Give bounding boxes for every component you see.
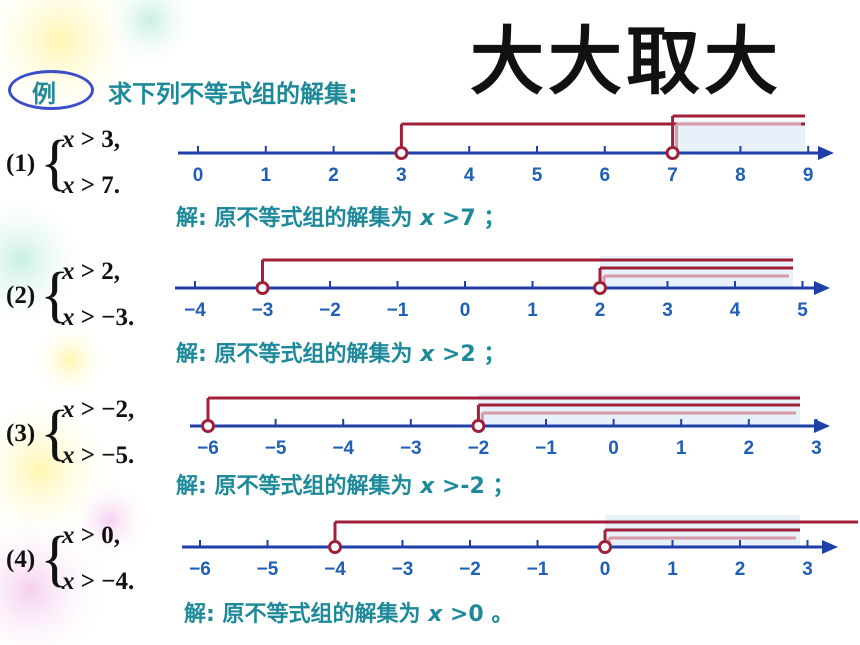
tick-label: 3 <box>662 300 673 321</box>
tick-label: −4 <box>184 300 206 321</box>
tick-label: 3 <box>802 559 813 580</box>
tick-label: 1 <box>676 438 687 459</box>
brace: { <box>40 525 70 593</box>
tick-label: 1 <box>261 165 272 186</box>
inequality: x > −4. <box>62 568 135 595</box>
tick-label: −4 <box>332 438 354 459</box>
tick-label: 2 <box>744 438 755 459</box>
problem-4-system: (4) { x > 0, x > −4. <box>6 520 176 610</box>
tick-label: 9 <box>803 165 814 186</box>
brace: { <box>40 261 70 329</box>
instruction-text: 求下列不等式组的解集: <box>108 80 358 108</box>
tick-label: −1 <box>535 438 557 459</box>
problem-1-system: (1) { x > 3, x > 7. <box>6 124 166 214</box>
tick-label: 1 <box>527 300 538 321</box>
inequality: x > −5. <box>62 442 135 469</box>
tick-label: 7 <box>667 165 678 186</box>
tick-label: −2 <box>468 438 490 459</box>
number-line-2: −4 −3 −2 −1 0 1 2 3 4 5 <box>175 256 830 321</box>
problem-label: (1) <box>6 150 36 177</box>
problem-label: (4) <box>6 546 36 573</box>
open-point <box>201 419 215 433</box>
solution-region <box>672 121 805 153</box>
inequality: x > 3, <box>62 126 120 153</box>
brace: { <box>40 129 70 197</box>
solution-1: 解: 原不等式组的解集为 x >7 ； <box>176 206 506 231</box>
example-badge <box>8 70 94 110</box>
tick-label: 4 <box>464 165 475 186</box>
tick-label: 5 <box>532 165 543 186</box>
tick-label: 0 <box>460 300 471 321</box>
axis-arrow <box>814 281 830 295</box>
inequality: x > 7. <box>62 172 120 199</box>
brace: { <box>40 399 70 467</box>
tick-label: 2 <box>735 559 746 580</box>
inequality: x > −3. <box>62 304 135 331</box>
tick-label: 4 <box>730 300 741 321</box>
open-point <box>593 281 607 295</box>
tick-label: −1 <box>527 559 549 580</box>
inequality: x > 0, <box>62 522 120 549</box>
open-point <box>665 146 680 160</box>
tick-label: −1 <box>387 300 409 321</box>
number-line-1: 0 1 2 3 4 5 6 7 8 9 <box>178 114 834 186</box>
tick-label: −6 <box>197 438 219 459</box>
solution-2: 解: 原不等式组的解集为 x >2 ； <box>176 342 506 367</box>
tick-label: 5 <box>797 300 808 321</box>
tick-label: −6 <box>189 559 211 580</box>
solution-3: 解: 原不等式组的解集为 x >-2 ； <box>176 474 515 499</box>
problem-3-system: (3) { x > −2, x > −5. <box>6 394 176 484</box>
problem-label: (3) <box>6 420 36 447</box>
tick-label: 3 <box>396 165 407 186</box>
tick-label: 0 <box>608 438 619 459</box>
tick-label: 2 <box>595 300 606 321</box>
tick-label: −2 <box>459 559 481 580</box>
solution-4: 解: 原不等式组的解集为 x >0 。 <box>184 602 514 627</box>
axis-arrow <box>814 419 830 433</box>
tick-label: −5 <box>265 438 287 459</box>
tick-label: −5 <box>257 559 279 580</box>
problem-label: (2) <box>6 282 36 309</box>
number-line-4: −6 −5 −4 −3 −2 −1 0 1 2 3 <box>182 515 858 580</box>
tick-label: −3 <box>392 559 414 580</box>
example-label: 例 <box>32 80 56 108</box>
tick-label: 6 <box>600 165 611 186</box>
open-point <box>328 540 342 554</box>
open-point <box>255 281 270 295</box>
tick-label: 0 <box>193 165 204 186</box>
tick-label: −2 <box>319 300 341 321</box>
inequality: x > −2, <box>62 396 135 423</box>
open-point <box>394 146 409 160</box>
tick-label: 1 <box>667 559 678 580</box>
inequality: x > 2, <box>62 258 120 285</box>
page-title: 大大取大 <box>470 19 782 105</box>
problem-2-system: (2) { x > 2, x > −3. <box>6 256 166 346</box>
tick-label: −3 <box>252 300 274 321</box>
tick-label: 8 <box>735 165 746 186</box>
tick-label: −3 <box>400 438 422 459</box>
number-line-3: −6 −5 −4 −3 −2 −1 0 1 2 3 <box>190 394 830 459</box>
tick-label: 3 <box>811 438 822 459</box>
tick-label: 0 <box>600 559 611 580</box>
axis-arrow <box>818 146 834 160</box>
tick-label: 2 <box>328 165 339 186</box>
open-point <box>598 540 612 554</box>
tick-label: −4 <box>324 559 346 580</box>
open-point <box>471 419 486 433</box>
axis-arrow <box>822 540 838 554</box>
